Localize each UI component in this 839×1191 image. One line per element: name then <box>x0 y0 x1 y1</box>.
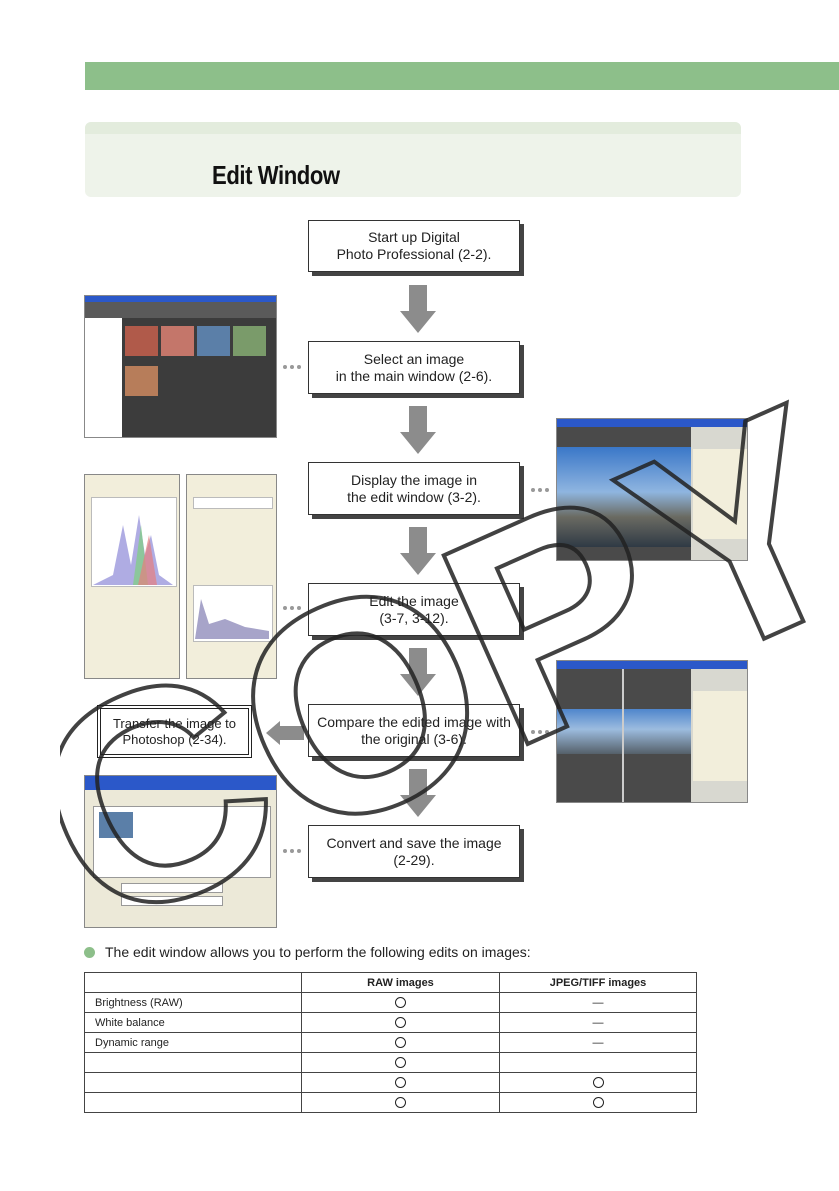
table-row <box>84 1092 697 1113</box>
jpeg-cell <box>499 1072 697 1093</box>
table-row <box>84 1072 697 1093</box>
step-text: Select an image <box>363 350 465 367</box>
table-row: Dynamic range — <box>84 1032 697 1053</box>
left-arrow-icon <box>266 721 304 745</box>
intro-label: The edit window allows you to perform th… <box>105 944 531 960</box>
supported-circle-icon <box>395 1077 406 1089</box>
down-arrow-icon <box>400 527 436 575</box>
jpeg-cell <box>499 1092 697 1113</box>
table-header-row: RAW images JPEG/TIFF images <box>84 972 697 993</box>
header-bar <box>85 62 839 90</box>
down-arrow-icon <box>400 769 436 817</box>
edits-table: RAW images JPEG/TIFF images Brightness (… <box>84 972 697 1113</box>
raw-cell <box>301 1032 500 1053</box>
raw-cell <box>301 1072 500 1093</box>
main-window-screenshot <box>84 295 277 438</box>
table-header: JPEG/TIFF images <box>499 972 697 993</box>
down-arrow-icon <box>400 648 436 696</box>
save-dialog-screenshot <box>84 775 277 928</box>
row-label <box>84 1072 302 1093</box>
title-box <box>85 122 741 197</box>
supported-circle-icon <box>592 1097 604 1109</box>
step-text: Compare the edited image with <box>317 713 511 730</box>
edit-window-screenshot <box>556 418 748 561</box>
transfer-text: Photoshop (2-34). <box>122 731 227 747</box>
raw-cell <box>301 1092 500 1113</box>
raw-cell <box>301 992 500 1013</box>
intro-text: The edit window allows you to perform th… <box>84 944 531 960</box>
supported-circle-icon <box>395 997 406 1009</box>
table-header <box>84 972 302 993</box>
step-text: Photo Professional (2-2). <box>336 246 492 262</box>
down-arrow-icon <box>400 406 436 454</box>
row-label <box>84 1092 302 1113</box>
compare-window-screenshot <box>556 660 748 803</box>
table-row: Brightness (RAW) — <box>84 992 697 1013</box>
table-row <box>84 1052 697 1073</box>
jpeg-cell: — <box>499 992 697 1013</box>
step-text: the original (3-6). <box>361 730 467 747</box>
table-row: White balance — <box>84 1012 697 1033</box>
step-text: the edit window (3-2). <box>347 488 481 505</box>
supported-circle-icon <box>395 1057 406 1069</box>
down-arrow-icon <box>400 285 436 333</box>
connector-dots <box>531 488 549 492</box>
row-label: Brightness (RAW) <box>84 992 302 1013</box>
step-text: Convert and save the image <box>326 834 502 851</box>
step-text: in the main window (2-6). <box>335 367 493 384</box>
step-text: Display the image in <box>350 471 478 488</box>
step-text: (2-29). <box>393 851 435 868</box>
step-text: Edit the image <box>369 592 459 609</box>
jpeg-cell: — <box>499 1012 697 1033</box>
jpeg-cell: — <box>499 1032 697 1053</box>
raw-cell <box>301 1012 500 1033</box>
row-label: White balance <box>84 1012 302 1033</box>
supported-circle-icon <box>395 1037 406 1049</box>
step-text: (3-7, 3-12). <box>379 609 449 626</box>
supported-circle-icon <box>592 1077 604 1089</box>
step-convert-save: Convert and save the image(2-29). <box>308 825 520 878</box>
page-title: Edit Window <box>212 160 340 190</box>
supported-circle-icon <box>395 1017 406 1029</box>
connector-dots <box>531 730 549 734</box>
jpeg-cell <box>499 1052 697 1073</box>
row-label: Dynamic range <box>84 1032 302 1053</box>
title-strip <box>85 122 741 134</box>
tool-palette-screenshot <box>84 474 180 679</box>
step-text: Start up Digital <box>368 229 460 245</box>
connector-dots <box>283 849 301 853</box>
supported-circle-icon <box>395 1097 406 1109</box>
transfer-text: Transfer the image to <box>112 715 237 731</box>
connector-dots <box>283 365 301 369</box>
tool-palette-screenshot <box>186 474 277 679</box>
connector-dots <box>283 606 301 610</box>
bullet-icon <box>84 946 95 958</box>
step-edit-image: Edit the image(3-7, 3-12). <box>308 583 520 636</box>
raw-cell <box>301 1052 500 1073</box>
row-label <box>84 1052 302 1073</box>
table-header: RAW images <box>301 972 500 993</box>
